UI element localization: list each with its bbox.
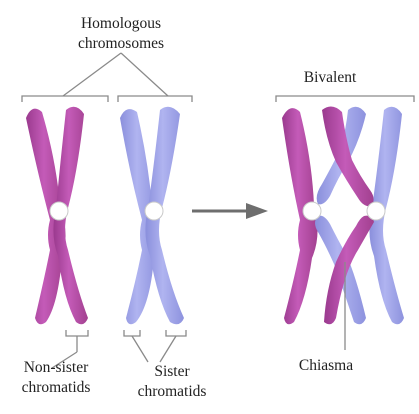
lavender-chromosome bbox=[120, 106, 184, 325]
sister-label-line1: Sister bbox=[154, 363, 190, 380]
bivalent-magenta-chromatid-inner-bottom bbox=[324, 215, 374, 325]
centromere-bivalent-right bbox=[366, 201, 386, 221]
bivalent-chromosomes bbox=[282, 106, 404, 325]
centromere-left bbox=[49, 201, 69, 221]
homologous-bracket bbox=[21, 52, 193, 102]
sister-label-line2: chromatids bbox=[138, 383, 207, 400]
bivalent-lavender-chromatid-outer bbox=[369, 106, 404, 325]
bivalent-bracket bbox=[275, 95, 415, 102]
homologous-label-line2: chromosomes bbox=[78, 35, 164, 52]
bivalent-magenta-chromatid-inner-top bbox=[322, 106, 374, 207]
bivalent-magenta-chromatid-outer bbox=[282, 108, 318, 325]
non-sister-bracket bbox=[51, 330, 89, 369]
chiasma-label: Chiasma bbox=[299, 357, 353, 374]
arrow-icon bbox=[192, 203, 268, 219]
bivalent-label: Bivalent bbox=[304, 69, 357, 86]
centromere-bivalent-left bbox=[302, 201, 322, 221]
magenta-chromosome bbox=[26, 106, 88, 325]
non-sister-label-line2: chromatids bbox=[22, 379, 91, 396]
sister-bracket bbox=[123, 330, 187, 363]
centromere-middle bbox=[144, 201, 164, 221]
non-sister-label-line1: Non-sister bbox=[24, 359, 89, 376]
homologous-label-line1: Homologous bbox=[81, 15, 161, 32]
